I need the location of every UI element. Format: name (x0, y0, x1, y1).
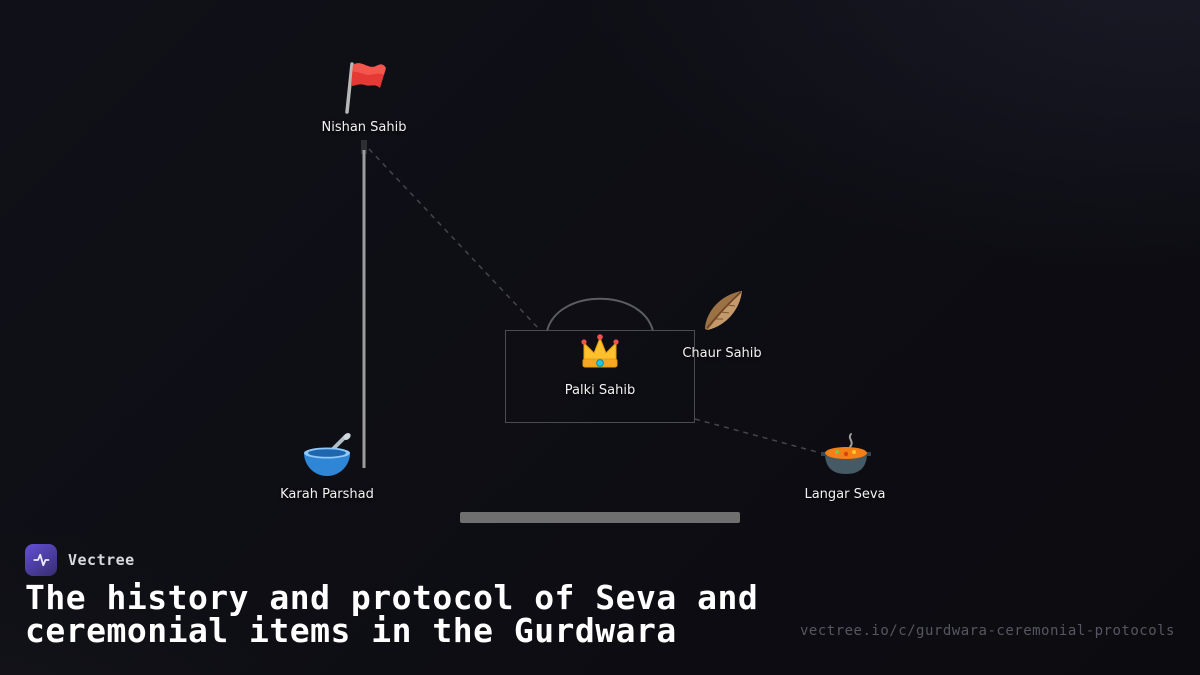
brand-name: Vectree (68, 551, 135, 569)
vectree-logo (25, 544, 57, 576)
page-title: The history and protocol of Seva and cer… (25, 581, 758, 647)
red-flag-icon (338, 58, 392, 116)
palki-node-box[interactable] (505, 330, 695, 423)
feather-icon (697, 285, 749, 337)
pulse-wave-icon (33, 553, 50, 567)
footer-url: vectree.io/c/gurdwara-ceremonial-protoco… (799, 623, 1175, 639)
page-title-line2: ceremonial items in the Gurdwara (25, 611, 677, 650)
page-title-line1: The history and protocol of Seva and (25, 578, 759, 617)
node-label-chaur-sahib[interactable]: Chaur Sahib (682, 346, 762, 361)
node-label-karah-parshad[interactable]: Karah Parshad (280, 487, 374, 502)
brand: Vectree (25, 544, 135, 576)
node-label-palki-sahib[interactable]: Palki Sahib (564, 383, 636, 398)
cooking-pot-icon (821, 431, 871, 479)
node-label-nishan-sahib[interactable]: Nishan Sahib (321, 120, 407, 135)
crown-icon (578, 330, 622, 374)
bowl-with-spoon-icon (301, 433, 353, 479)
node-label-langar-seva[interactable]: Langar Seva (804, 487, 886, 502)
